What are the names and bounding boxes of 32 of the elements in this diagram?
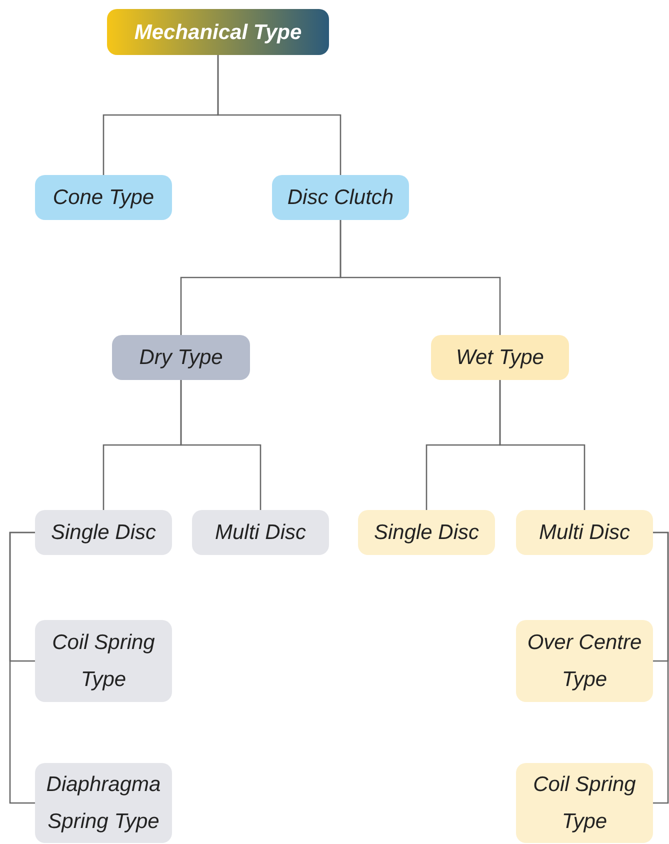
node-label: Disc Clutch (287, 185, 394, 211)
category-box (107, 9, 329, 55)
category-box (516, 763, 653, 843)
category-box (35, 620, 172, 702)
node-label: Mechanical Type (134, 20, 302, 46)
node-label: Single Disc (50, 520, 156, 546)
node-label: Coil Spring Type (532, 772, 637, 835)
connector-line (653, 532, 669, 804)
category-box (192, 510, 329, 555)
category-box (35, 763, 172, 843)
connector-line (340, 220, 501, 335)
connector-line (217, 55, 342, 175)
category-box (358, 510, 495, 555)
node-label: Coil Spring Type (51, 630, 156, 693)
category-box (272, 175, 409, 220)
node-label: Dry Type (139, 345, 223, 371)
connector-line (499, 380, 586, 510)
category-box (431, 335, 569, 380)
node-label: Diaphragma Spring Type (45, 772, 162, 835)
category-box (35, 175, 172, 220)
node-label: Cone Type (52, 185, 154, 211)
node-label: Multi Disc (214, 520, 306, 546)
node-label: Wet Type (456, 345, 544, 371)
category-box (516, 620, 653, 702)
connector-line (9, 532, 35, 804)
category-box (35, 510, 172, 555)
node-label: Over Centre Type (526, 630, 643, 693)
connector-line (180, 380, 262, 510)
node-label: Single Disc (374, 520, 480, 546)
category-box (516, 510, 653, 555)
category-box (112, 335, 250, 380)
node-label: Multi Disc (538, 520, 630, 546)
